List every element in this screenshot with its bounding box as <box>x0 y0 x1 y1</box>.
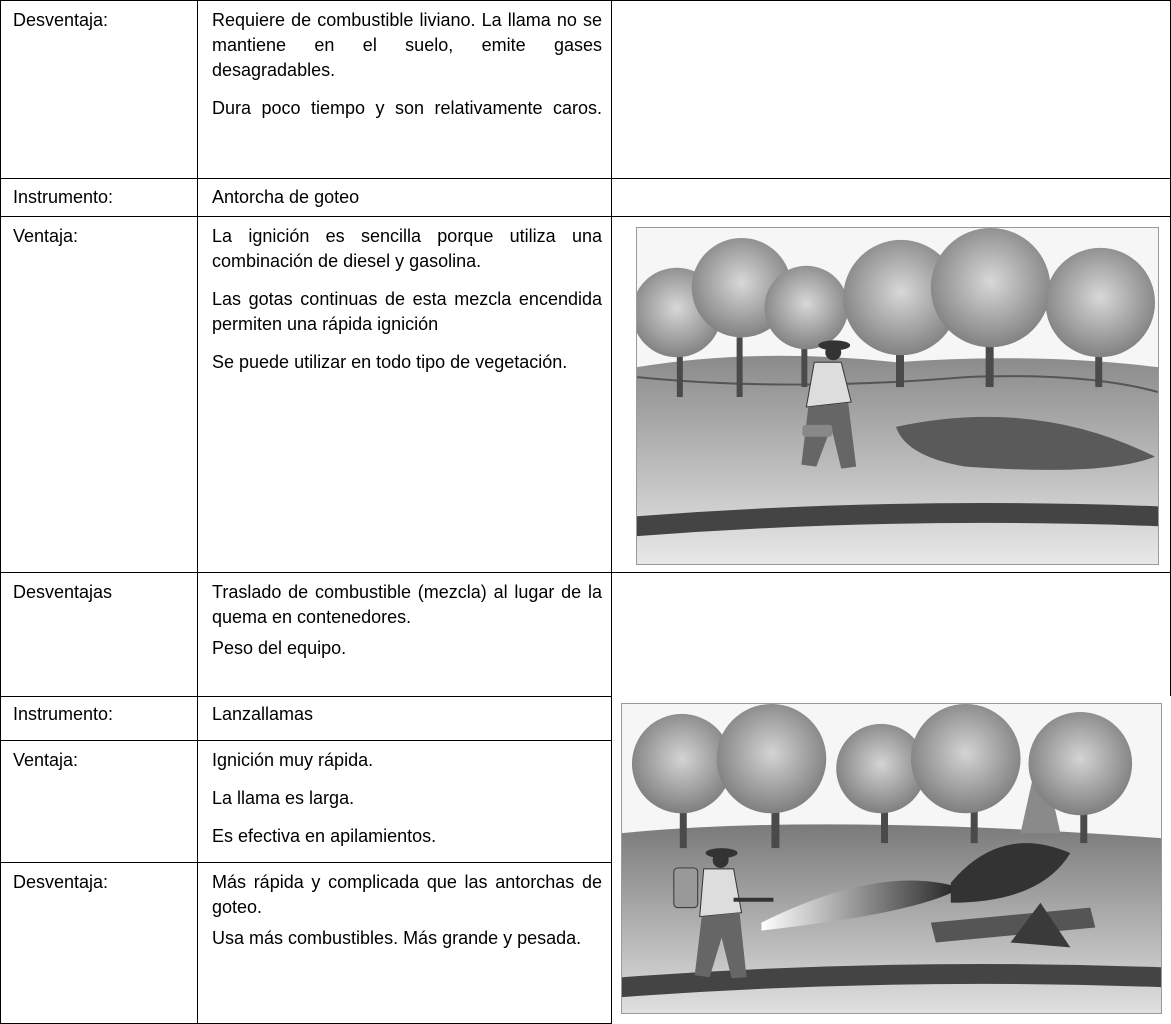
advantage-description: La ignición es sencilla porque utiliza u… <box>212 224 602 375</box>
advantage-label: Ventaja: <box>13 750 79 770</box>
flamethrower-illustration <box>621 703 1162 1014</box>
table-rule <box>0 0 1171 1</box>
paragraph: Se puede utilizar en todo tipo de vegeta… <box>212 352 568 372</box>
paragraph: Las gotas continuas de esta mezcla encen… <box>212 289 602 334</box>
paragraph: Traslado de combustible (mezcla) al luga… <box>212 582 602 627</box>
advantage-label: Ventaja: <box>13 226 79 246</box>
paragraph: Más rápida y complicada que las antorcha… <box>212 872 602 917</box>
disadvantage-label: Desventaja: <box>13 872 109 892</box>
table-rule <box>0 572 1171 573</box>
paragraph: Dura poco tiempo y son relativamente car… <box>212 98 602 118</box>
table-rule <box>0 862 612 863</box>
disadvantage-label: Desventaja: <box>13 10 109 30</box>
paragraph: La ignición es sencilla porque utiliza u… <box>212 226 602 271</box>
table-rule <box>0 216 1171 217</box>
table-rule <box>0 0 1 1024</box>
disadvantages-label: Desventajas <box>13 582 113 602</box>
instrument-label: Instrumento: <box>13 187 114 207</box>
advantage-description: Ignición muy rápida. La llama es larga. … <box>212 748 602 849</box>
instrument-name: Lanzallamas <box>212 704 314 724</box>
paragraph: Requiere de combustible liviano. La llam… <box>212 10 602 80</box>
paragraph: Es efectiva en apilamientos. <box>212 826 437 846</box>
paragraph: Ignición muy rápida. <box>212 750 374 770</box>
paragraph: Usa más combustibles. Más grande y pesad… <box>212 928 582 948</box>
disadvantages-description: Traslado de combustible (mezcla) al luga… <box>212 580 602 661</box>
table-rule <box>0 178 1171 179</box>
table-rule <box>0 740 612 741</box>
table-rule <box>0 696 612 697</box>
instrument-label: Instrumento: <box>13 704 114 724</box>
table-rule <box>197 0 198 1024</box>
table-rule <box>611 0 612 1024</box>
disadvantage-description: Requiere de combustible liviano. La llam… <box>212 8 602 121</box>
disadvantage-description: Más rápida y complicada que las antorcha… <box>212 870 602 951</box>
paragraph: Peso del equipo. <box>212 638 347 658</box>
drip-torch-illustration <box>636 227 1159 565</box>
paragraph: La llama es larga. <box>212 788 355 808</box>
instrument-name: Antorcha de goteo <box>212 187 360 207</box>
